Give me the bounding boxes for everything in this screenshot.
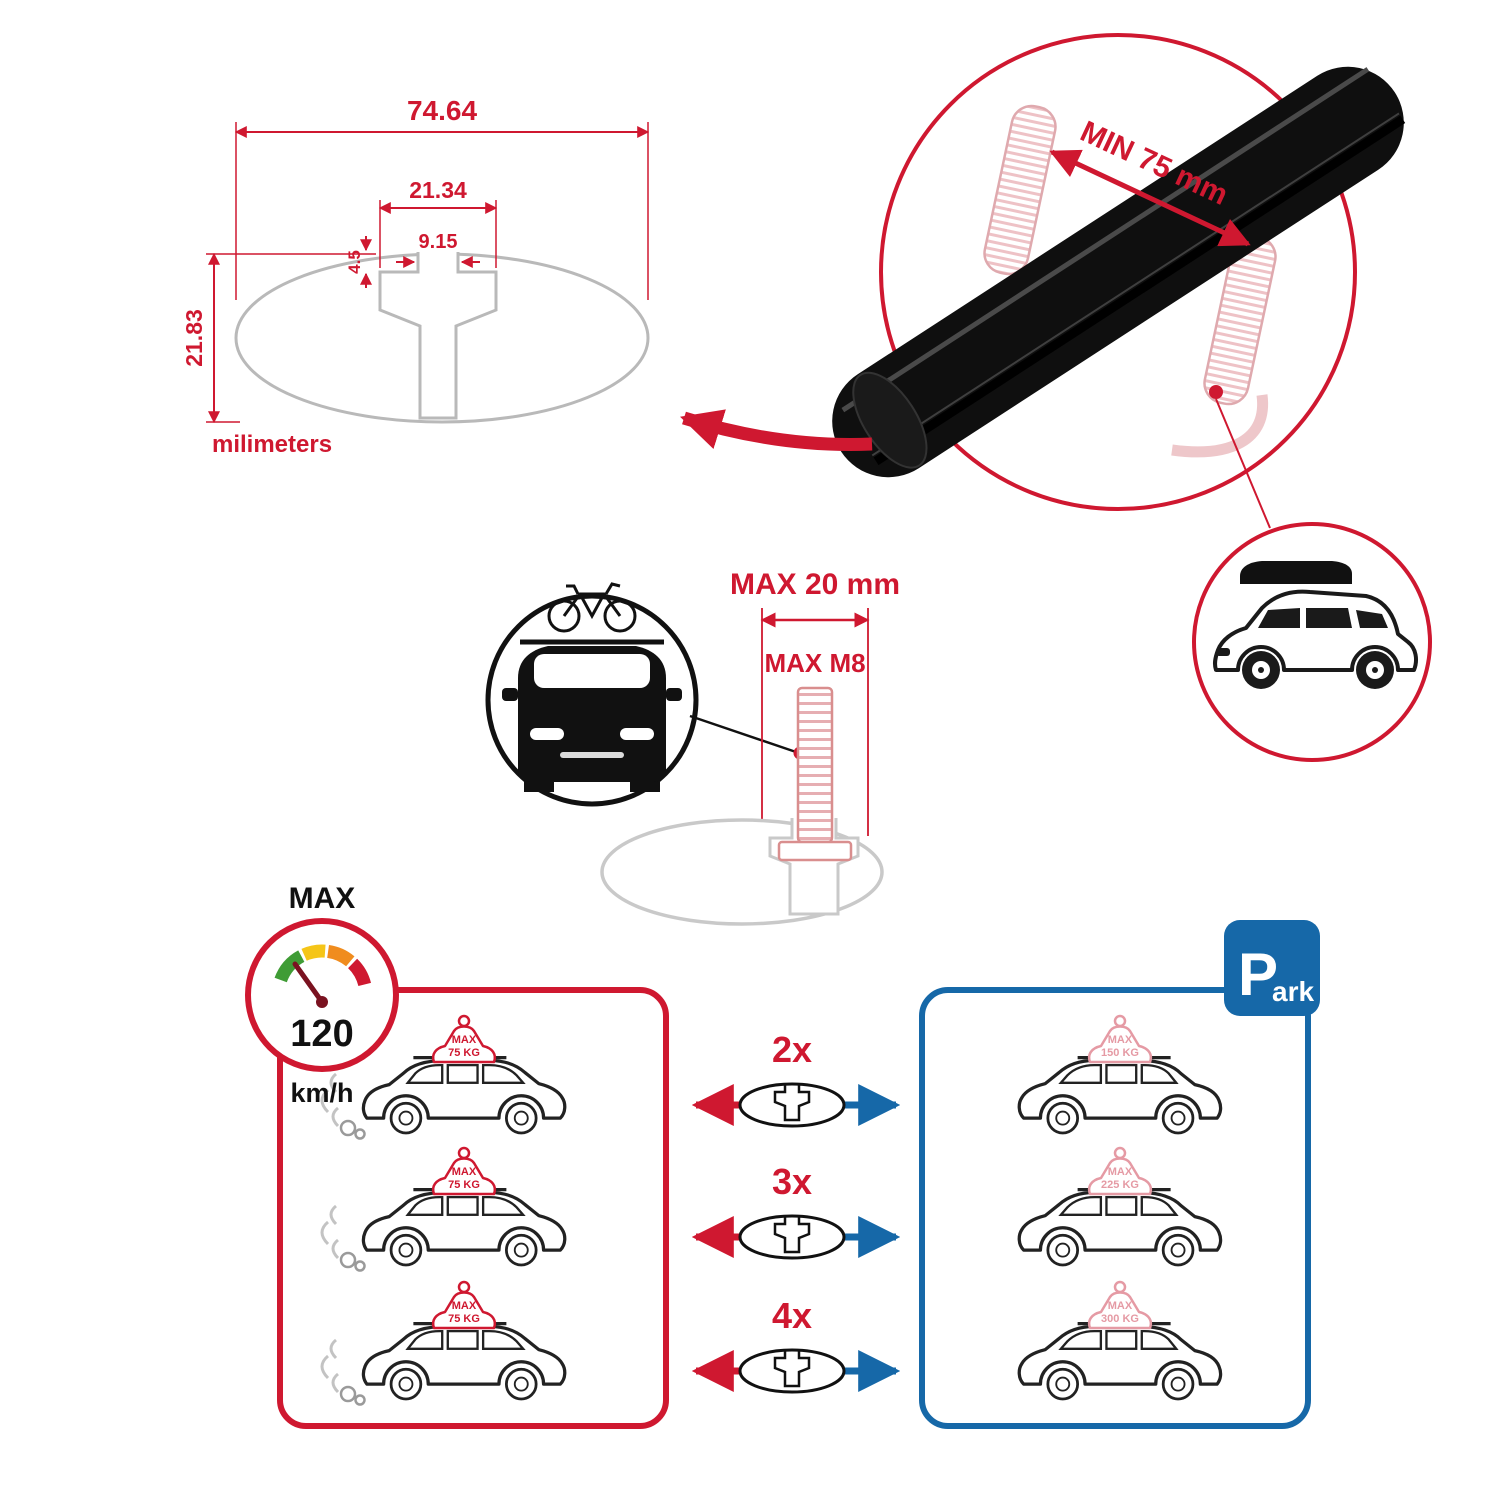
dim-slot-width: 9.15 [419,231,458,253]
dim-total-width: 74.64 [407,95,477,126]
bolt-thread [796,686,834,844]
profile-dimension-diagram: 74.64 21.34 9.15 4.5 21.83 milimeters [181,95,650,458]
dim-slot-depth: 4.5 [345,250,364,274]
pointer-line [689,714,797,754]
load-value: 75 KG [448,1313,480,1325]
qty-row-2: 3x [691,1161,901,1260]
min-clamp-arrow [1049,149,1251,247]
gauge-circle [245,918,399,1072]
speed-value: 120 [290,1013,353,1055]
driving-car-row-2: MAX 75 KG [320,1146,567,1272]
suv-with-roofbox-icon [1212,561,1418,689]
load-value: 225 KG [1101,1179,1139,1191]
parked-car-row-3: MAX 300 KG [1017,1280,1223,1401]
bolt-t-head [777,840,853,862]
crossbar-detail-circle: MIN 75 mm [832,33,1406,511]
parked-car-row-1: MAX 150 KG [1017,1014,1223,1135]
faded-profile-ellipse [600,818,884,926]
crossbar-pictogram [738,1214,846,1260]
qty-row-1: 2x [691,1029,901,1128]
clamp-hook-faded [1171,394,1269,458]
clamp-left-faded [983,104,1057,276]
suv-roofbox-circle [1192,522,1432,762]
gauge-arc [274,944,372,987]
park-sign-board [1224,920,1320,1016]
park-sign-letter: P [1238,941,1278,1008]
max-thread-label: MAX M8 [764,648,865,678]
load-value: 75 KG [448,1047,480,1059]
speed-max-title: MAX [289,882,356,915]
crossbar-pictogram [738,1082,846,1128]
speed-unit: km/h [290,1078,353,1108]
attachment-point-dot [1209,385,1223,399]
load-label: MAX [452,1034,477,1046]
crossbar-pictogram [738,1348,846,1394]
dim-cavity-width: 21.34 [409,177,467,203]
max-width-label: MAX 20 mm [730,568,900,601]
park-sign-suffix: ark [1272,976,1314,1007]
parked-car-row-2: MAX 225 KG [1017,1146,1223,1267]
detail-to-diagram-arrow [680,409,873,451]
driving-car-row-3: MAX 75 KG [320,1280,567,1406]
park-sign: P ark [1224,920,1320,1016]
bike-icon [547,582,637,633]
dim-total-height: 21.83 [181,309,207,367]
load-value: 150 KG [1101,1047,1139,1059]
bolt-diagram: MAX 20 mm MAX M8 [600,568,900,926]
car-front-icon [502,639,682,792]
qty-label: 3x [772,1161,812,1202]
load-label: MAX [452,1300,477,1312]
qty-label: 2x [772,1029,812,1070]
units-label: milimeters [212,431,332,458]
crossbar-3d [832,66,1406,478]
gauge-needle-hub [316,996,328,1008]
load-label: MAX [1108,1166,1133,1178]
gauge-needle [292,961,325,1005]
driving-car-row-1: MAX 75 KG [320,1014,567,1140]
qty-label: 4x [772,1295,812,1336]
car-bike-circle [485,582,807,807]
load-value: 75 KG [448,1179,480,1191]
load-label: MAX [1108,1300,1133,1312]
connector-line [1215,398,1271,529]
profile-t-slot [378,252,498,420]
load-value: 300 KG [1101,1313,1139,1325]
load-label: MAX [1108,1034,1133,1046]
qty-row-3: 4x [691,1295,901,1394]
speed-limit-gauge: MAX 120 km/h [245,882,399,1108]
load-label: MAX [452,1166,477,1178]
